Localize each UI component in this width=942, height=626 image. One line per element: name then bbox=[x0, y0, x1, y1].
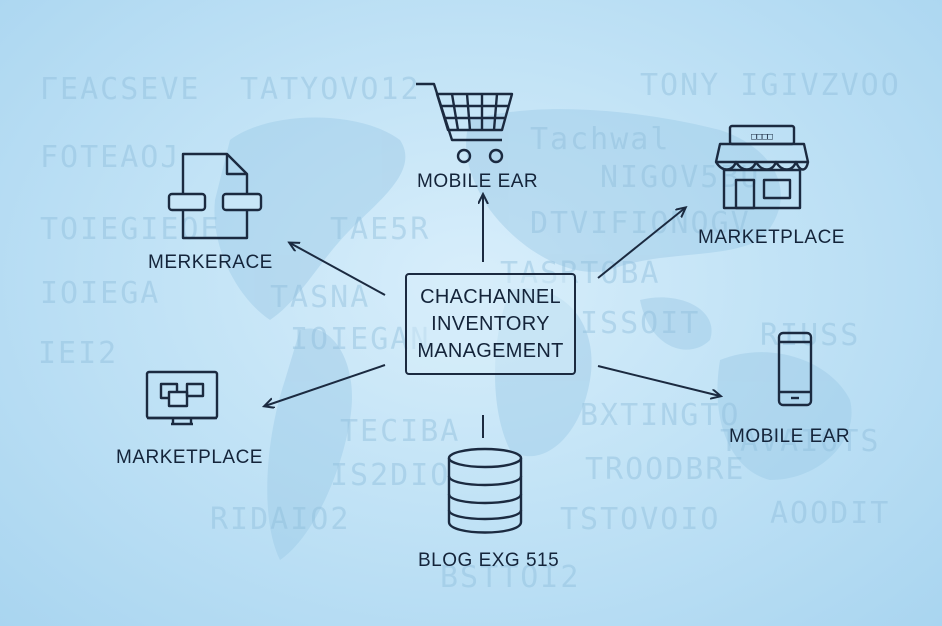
background-text: IOIEGA bbox=[40, 276, 161, 311]
hub-title: CHACHANNEL INVENTORY MANAGEMENT bbox=[417, 284, 563, 365]
hub-box: CHACHANNEL INVENTORY MANAGEMENT bbox=[405, 273, 576, 375]
database-icon bbox=[447, 447, 523, 534]
node-label-top: MOBILE EAR bbox=[417, 171, 539, 192]
background-text: TONY IGIVZVOO bbox=[640, 68, 901, 103]
background-text: BSTTOI2 bbox=[440, 560, 581, 595]
node-label-upper-left: MERKERACE bbox=[148, 252, 273, 273]
background-text: IS2DIO bbox=[330, 458, 451, 493]
background-text: TATYOVO12 bbox=[240, 72, 421, 107]
background-text: TAVAIOTS bbox=[720, 424, 881, 459]
background-text: TAE5R bbox=[330, 212, 431, 247]
node-label-upper-right: MARKETPLACE bbox=[698, 227, 845, 248]
background-text: TSTOVOIO bbox=[560, 502, 721, 537]
hub-line: INVENTORY bbox=[431, 312, 550, 335]
hub-line: CHACHANNEL bbox=[420, 285, 561, 308]
background-text: NIGOV5BU bbox=[600, 160, 761, 195]
background-text: ISSOIT bbox=[580, 306, 701, 341]
svg-text:□□□□: □□□□ bbox=[751, 132, 773, 142]
node-label-bottom: BLOG EXG 515 bbox=[418, 550, 560, 571]
background-text: BXTINGTO bbox=[580, 398, 741, 433]
background-text: TECIBA bbox=[340, 414, 461, 449]
arrow-to-lower-left bbox=[265, 364, 386, 406]
arrow-to-upper-left bbox=[290, 243, 386, 296]
document-icon bbox=[167, 152, 263, 240]
arrow-to-upper-right bbox=[597, 208, 685, 279]
background-text: RIDAIO2 bbox=[210, 502, 351, 537]
smartphone-icon bbox=[777, 331, 813, 407]
background-text: DTVIFIONOGV bbox=[530, 206, 751, 241]
background-text: Tachwal bbox=[530, 122, 671, 157]
background-text: TOIEGIEOE bbox=[40, 212, 221, 247]
background-text: ΓΕΑCSEVE bbox=[40, 72, 201, 107]
background-text: AOODIT bbox=[770, 496, 891, 531]
shopping-cart-icon bbox=[416, 82, 514, 164]
background-text: TASNA bbox=[270, 280, 371, 315]
node-label-lower-right: MOBILE EAR bbox=[729, 426, 851, 447]
node-label-lower-left: MARKETPLACE bbox=[116, 447, 263, 468]
hub-line: MANAGEMENT bbox=[417, 339, 564, 362]
desktop-monitor-icon bbox=[145, 370, 219, 426]
background-text: FOTEAOJ bbox=[40, 140, 181, 175]
storefront-icon: □□□□ bbox=[714, 124, 810, 210]
arrow-to-lower-right bbox=[597, 365, 720, 396]
background-text: TROODBRE bbox=[585, 452, 746, 487]
background-text: RIUSS bbox=[760, 318, 861, 353]
background-text: IEI2 bbox=[38, 336, 119, 371]
